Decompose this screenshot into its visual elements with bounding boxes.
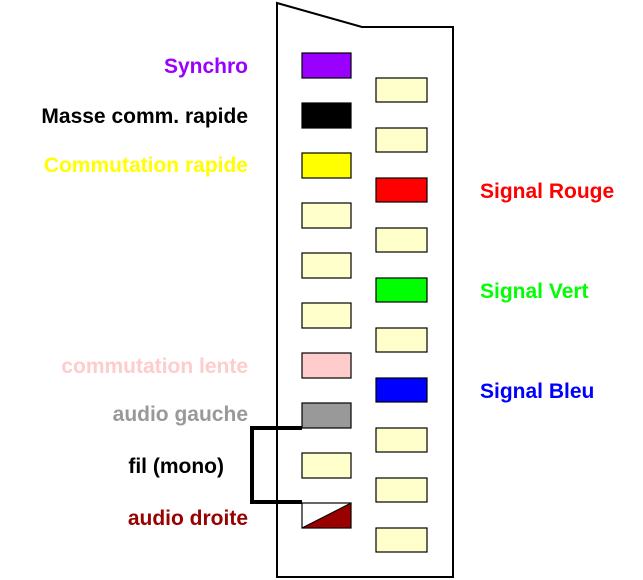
label-commutation-rapide: Commutation rapide [44, 154, 248, 177]
pin-signal-vert [375, 277, 428, 303]
pin-signal-bleu [375, 377, 428, 403]
pin-masse-comm-rapide [301, 102, 352, 129]
pin-audio-droite-triangle [301, 502, 352, 529]
pin-right-6 [375, 327, 428, 353]
pin-commutation-lente [301, 352, 352, 379]
pin-audio-gauche [301, 402, 352, 429]
pin-left-6 [301, 302, 352, 329]
mono-bridge-wire [250, 426, 302, 504]
pin-right-2 [375, 127, 428, 153]
pin-right-10 [375, 527, 428, 553]
label-audio-droite: audio droite [128, 507, 248, 530]
pin-right-8 [375, 427, 428, 453]
pin-fil-mono [301, 452, 352, 479]
label-signal-bleu: Signal Bleu [480, 380, 594, 403]
pin-left-4 [301, 202, 352, 229]
label-masse-comm-rapide: Masse comm. rapide [41, 105, 248, 128]
pin-signal-rouge [375, 177, 428, 203]
label-commutation-lente: commutation lente [61, 355, 248, 378]
pin-left-5 [301, 252, 352, 279]
label-signal-vert: Signal Vert [480, 280, 589, 303]
pin-synchro [301, 52, 352, 79]
label-synchro: Synchro [164, 55, 248, 78]
label-audio-gauche: audio gauche [113, 403, 248, 426]
pin-commutation-rapide [301, 152, 352, 179]
label-fil-mono: fil (mono) [128, 455, 224, 478]
pin-right-9 [375, 477, 428, 503]
pin-audio-droite [301, 502, 352, 529]
pin-right-1 [375, 77, 428, 103]
pin-right-4 [375, 227, 428, 253]
label-signal-rouge: Signal Rouge [480, 180, 614, 203]
